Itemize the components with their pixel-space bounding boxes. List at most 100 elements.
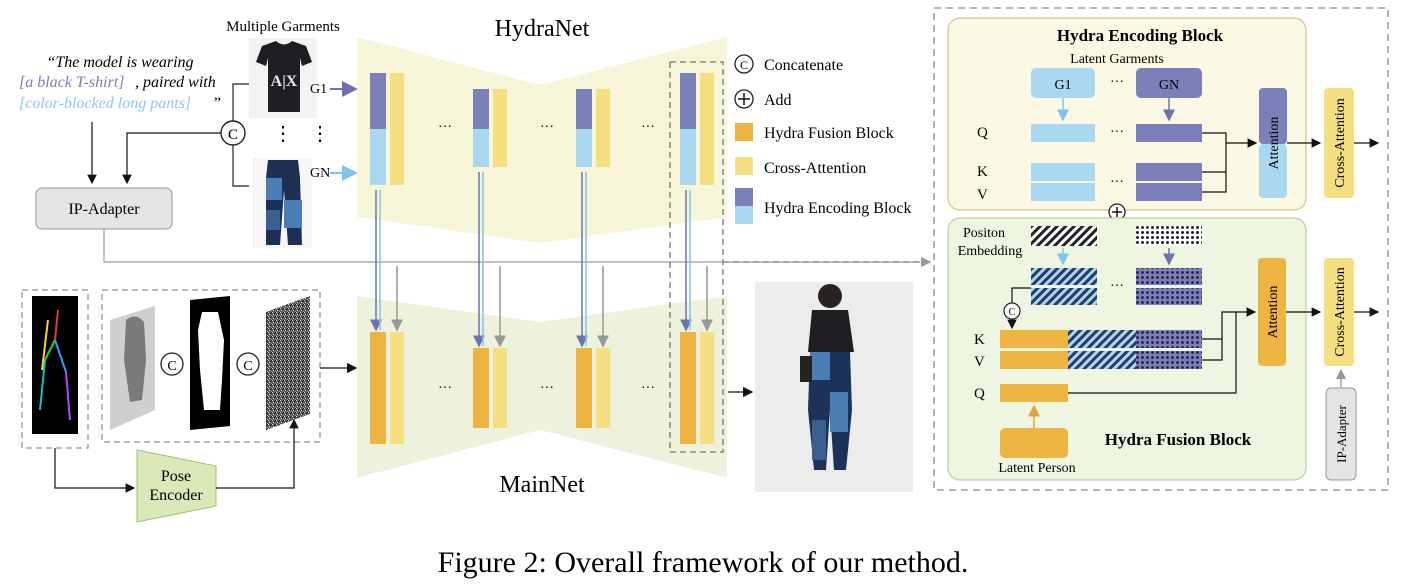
prompt-paired-with: , paired with <box>135 74 216 91</box>
enc-q-gn <box>1136 124 1202 142</box>
enc-ellipsis-q: ··· <box>1110 125 1124 140</box>
mainnet-title: MainNet <box>499 472 585 498</box>
hydranet-blocks <box>370 73 714 185</box>
g1-label: G1 <box>310 82 327 97</box>
position-embedding-line1: Positon <box>963 226 1005 241</box>
pose-input-box <box>21 289 89 449</box>
enc-attention-top <box>1259 88 1287 144</box>
position-embedding-line2: Embedding <box>958 244 1023 259</box>
legend-concat-icon <box>734 54 754 74</box>
mainnet-ellipsis-1: ··· <box>438 381 452 396</box>
fusion-attention-box <box>1258 258 1286 366</box>
fusion-ellipsis-top: ··· <box>1110 279 1124 294</box>
fusion-q-person <box>1000 384 1068 402</box>
mainnet-ellipsis-2: ··· <box>540 381 554 396</box>
legend-add: Add <box>764 92 792 109</box>
garment-vdots-2: ⋮ <box>310 123 330 145</box>
enc-k-g1 <box>1031 163 1095 181</box>
fusion-gn-top <box>1136 268 1202 285</box>
enc-q-g1 <box>1031 124 1095 142</box>
enc-ellipsis-top: ··· <box>1110 75 1124 90</box>
concat-symbol-pose-2: C <box>243 359 252 374</box>
enc-ellipsis-kv: ··· <box>1110 175 1124 190</box>
fusion-cross-attention-label: Cross-Attention <box>1333 267 1348 356</box>
fusion-v-g1 <box>1068 351 1136 369</box>
pants-image <box>252 158 312 248</box>
latent-garments-label: Latent Garments <box>1070 52 1164 67</box>
enc-v-gn <box>1136 183 1202 201</box>
enc-k-label: K <box>977 164 988 180</box>
latent-person-box <box>1000 428 1068 458</box>
pose-to-encoder-arrow <box>54 448 136 493</box>
enc-v-label: V <box>977 187 988 203</box>
fusion-block-title: Hydra Fusion Block <box>1105 430 1252 449</box>
hydranet-ellipsis-3: ··· <box>641 120 655 135</box>
legend-concat-symbol: C <box>740 58 748 72</box>
legend-hydra-encoding: Hydra Encoding Block <box>764 200 912 217</box>
ip-adapter-label: IP-Adapter <box>68 201 140 218</box>
legend-cross-attention: Cross-Attention <box>764 160 866 177</box>
hydranet-ellipsis-2: ··· <box>540 120 554 135</box>
fusion-k-g1 <box>1068 330 1136 348</box>
legend: C Concatenate Add Hydra Fusion Block Cro… <box>734 54 912 224</box>
highlight-column-box <box>669 61 724 453</box>
mainnet-shape <box>357 296 727 478</box>
latent-person-label: Latent Person <box>998 461 1075 476</box>
enc-g1-label: G1 <box>1054 78 1071 93</box>
enc-gn-label: GN <box>1159 78 1179 93</box>
condition-inputs-box <box>101 289 321 443</box>
enc-q-label: Q <box>977 125 988 141</box>
fusion-v-person <box>1000 351 1068 369</box>
fusion-gn-bottom <box>1136 288 1202 305</box>
encoder-to-latent-arrow <box>216 418 299 489</box>
gn-label: GN <box>310 166 330 181</box>
legend-cross-swatch <box>735 157 753 175</box>
garment-vdots-1: ⋮ <box>273 123 293 145</box>
concat-symbol-pose-1: C <box>167 359 176 374</box>
fusion-v-gn <box>1136 351 1202 369</box>
encoding-block-panel <box>947 17 1307 211</box>
prompt-black-tshirt: [a black T-shirt] <box>19 74 124 91</box>
mainnet-blocks <box>370 332 714 444</box>
hydra-main-connections <box>370 172 713 348</box>
fusion-q-label: Q <box>974 386 985 402</box>
text-prompt: “The model is wearing [a black T-shirt] … <box>19 54 221 112</box>
tshirt-logo: A|X <box>271 73 298 90</box>
prompt-long-pants: [color-blocked long pants] <box>19 95 191 112</box>
legend-encoding-swatch-bottom <box>735 206 753 224</box>
legend-encoding-swatch-top <box>735 188 753 206</box>
pose-encoder-line1: Pose <box>161 468 191 485</box>
legend-hydra-fusion: Hydra Fusion Block <box>764 125 894 142</box>
fusion-g1-top <box>1031 268 1097 285</box>
concat-to-ipadapter-arrow <box>122 132 221 185</box>
enc-g1-box <box>1031 68 1095 98</box>
multiple-garments-label: Multiple Garments <box>226 19 340 35</box>
fusion-concat-symbol: C <box>1009 307 1016 318</box>
fusion-g1-bottom <box>1031 288 1097 305</box>
hydranet-shape <box>357 37 727 243</box>
concat-symbol-garments: C <box>228 127 238 143</box>
pose-skeleton-image <box>32 296 78 434</box>
enc-gn-box <box>1136 68 1202 98</box>
enc-cross-attention-box <box>1324 88 1354 198</box>
concat-icon-pose-1 <box>160 352 184 376</box>
tshirt-image: A|X <box>249 38 317 118</box>
enc-k-gn <box>1136 163 1202 181</box>
fusion-pos-embed-hatch <box>1031 226 1097 246</box>
prompt-quote-end: ” <box>212 95 221 112</box>
encoding-block-title: Hydra Encoding Block <box>1057 26 1224 45</box>
fusion-ip-adapter-label: IP-Adapter <box>1334 404 1349 462</box>
mainnet-ellipsis-3: ··· <box>641 381 655 396</box>
fusion-pos-embed-dots <box>1136 226 1202 246</box>
densepose-image <box>110 306 155 430</box>
enc-cross-attention-label: Cross-Attention <box>1333 98 1348 187</box>
enc-attention-bottom <box>1259 144 1287 198</box>
enc-v-g1 <box>1031 183 1095 201</box>
enc-attention-label: Attention <box>1267 117 1282 170</box>
fusion-v-label: V <box>974 354 985 370</box>
hydranet-ellipsis-1: ··· <box>438 120 452 135</box>
figure-caption: Figure 2: Overall framework of our metho… <box>438 546 969 579</box>
fusion-attention-label: Attention <box>1266 286 1281 339</box>
ipadapter-long-line <box>103 229 920 263</box>
